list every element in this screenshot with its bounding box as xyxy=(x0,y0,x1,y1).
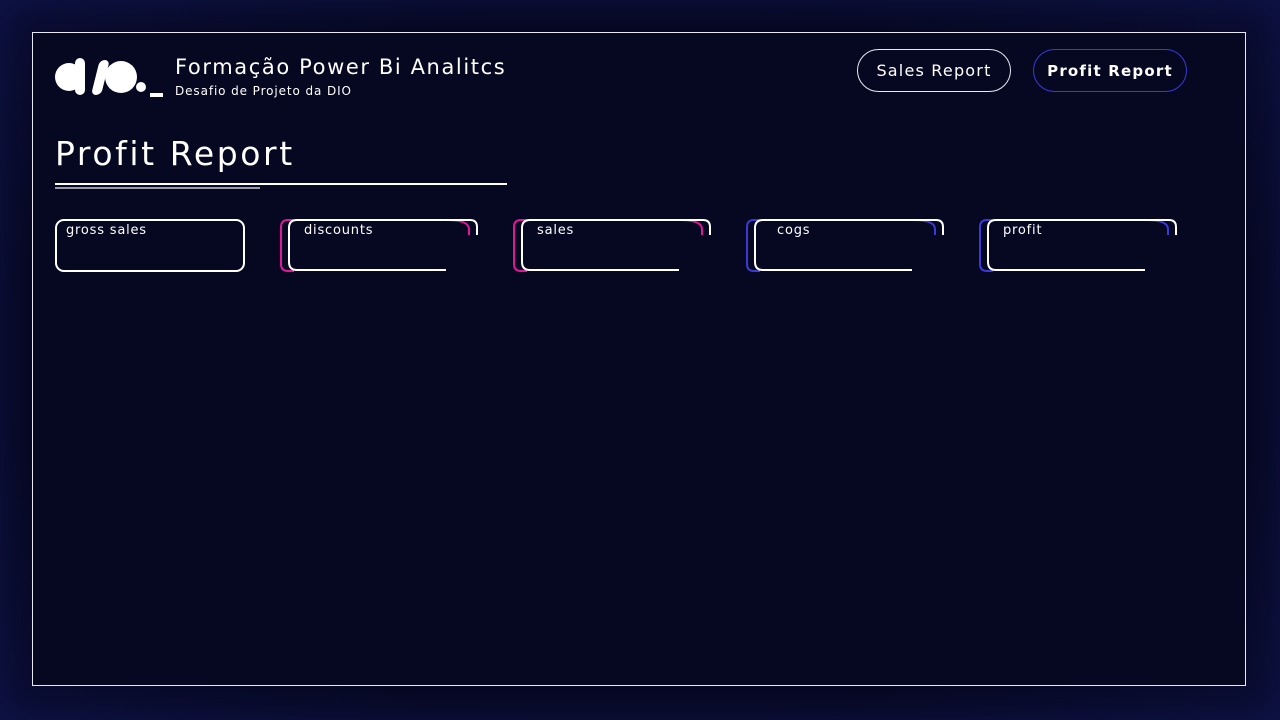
title-underline-secondary xyxy=(55,187,260,189)
kpi-label: profit xyxy=(1003,223,1043,238)
kpi-card-discounts[interactable]: discounts xyxy=(280,219,478,273)
card-border xyxy=(280,219,478,272)
kpi-label: discounts xyxy=(304,223,374,238)
card-border xyxy=(55,219,245,272)
card-border xyxy=(513,219,711,272)
card-border xyxy=(979,219,1177,272)
kpi-label: cogs xyxy=(777,223,811,238)
app-title: Formação Power Bi Analitcs xyxy=(175,55,507,79)
kpi-card-gross-sales[interactable]: gross sales xyxy=(55,219,253,273)
page-title: Profit Report xyxy=(55,134,295,173)
sales-report-button[interactable]: Sales Report xyxy=(857,49,1011,92)
kpi-label: gross sales xyxy=(66,223,147,238)
kpi-label: sales xyxy=(537,223,575,238)
report-frame xyxy=(32,32,1246,686)
kpi-card-cogs[interactable]: cogs xyxy=(746,219,944,273)
dio-logo xyxy=(55,58,163,97)
app-subtitle: Desafio de Projeto da DIO xyxy=(175,84,352,98)
kpi-card-profit[interactable]: profit xyxy=(979,219,1177,273)
profit-report-button[interactable]: Profit Report xyxy=(1033,49,1187,92)
card-border xyxy=(746,219,944,272)
kpi-card-sales[interactable]: sales xyxy=(513,219,711,273)
title-underline xyxy=(55,183,507,185)
